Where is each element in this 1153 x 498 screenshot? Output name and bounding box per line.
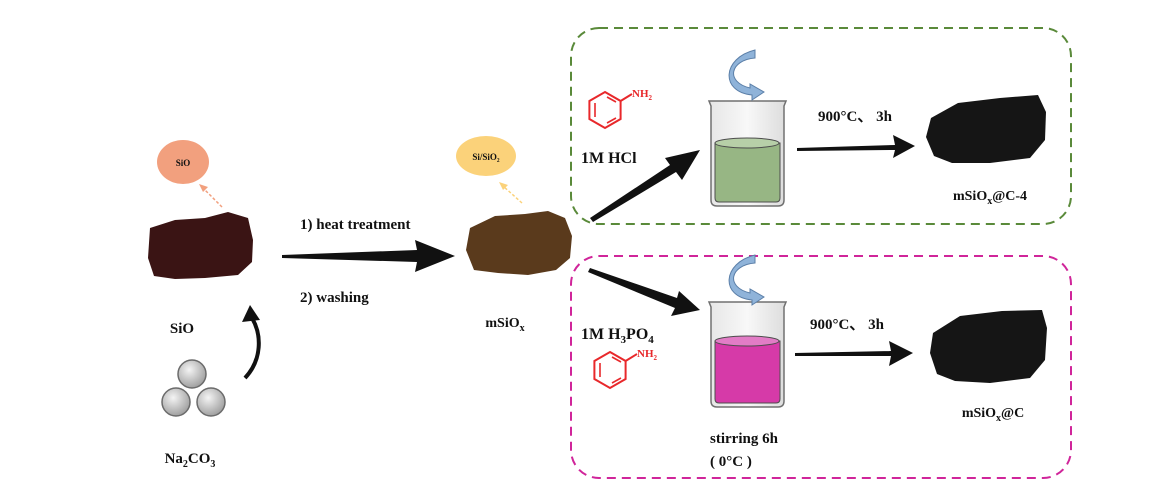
sio-release-arrowhead [199,184,208,192]
green-solution-surface [714,137,780,149]
sio-label: SiO [170,321,194,337]
mixing-arrowhead [242,305,260,322]
msiox-particle [466,211,572,275]
benzene-ring-icon [588,90,622,130]
rotate-icon [728,254,765,306]
si-sio2-bubble: Si/SiO₂ [456,136,516,176]
na2co3-label: Na2CO3 [165,451,216,470]
green-solution [714,142,781,203]
arrow-to-h3po4-route [588,268,700,316]
stir-arrow-icon [728,254,765,306]
benzene-ring-icon [593,350,627,390]
h3po4-label: 1M H3PO4 [581,326,654,346]
sio2-release-arrowhead [499,182,508,190]
bottom-calcination-arrow [795,341,913,366]
top-calcination-arrow [797,135,915,158]
aniline-structure: NH2 [588,88,653,130]
msiox-label: mSiOx [485,316,524,334]
hcl-route-box [570,27,1072,225]
pink-solution-surface [714,335,780,347]
na2co3-ball [177,359,207,389]
sio-bubble: SiO [157,140,209,184]
na2co3-particles [161,359,226,417]
process-arrow [282,240,455,272]
h3po4-route-box [570,255,1072,479]
rotate-icon [728,49,765,101]
sio-bubble-label: SiO [176,158,191,168]
sio-bubble-shape [157,140,209,184]
sio2-release-arrow [502,185,523,204]
msiox-c4-particle [926,95,1046,163]
stir-arrow-icon [728,49,765,101]
amine-group: NH2 [632,88,653,102]
amine-group: NH2 [637,348,658,362]
temperature-label: ( 0°C ) [710,454,752,470]
step-washing: 2) washing [300,290,369,306]
na2co3-ball [161,387,191,417]
msiox-c-label: mSiOx@C [962,406,1024,424]
sio-particle [148,212,253,279]
double-bond [606,96,617,103]
bottom-condition-label: 900°C、 3h [810,317,885,333]
amine-bond [620,93,633,102]
sio-release-arrow [202,187,223,208]
msiox-c-particle [930,310,1047,383]
na2co3-ball [196,387,226,417]
double-bond [611,356,622,363]
mixing-arrow [243,316,261,380]
step-heat-treatment: 1) heat treatment [300,217,411,233]
arrow-to-hcl-route [590,150,700,222]
top-condition-label: 900°C、 3h [818,109,893,125]
double-bond [606,117,617,124]
hcl-label: 1M HCl [581,150,637,167]
si-sio2-bubble-shape [456,136,516,176]
beaker-green [707,100,788,207]
beaker-pink [707,301,788,408]
double-bond [611,377,622,384]
stirring-label: stirring 6h [710,431,779,447]
si-sio2-bubble-label: Si/SiO₂ [472,152,500,162]
pink-solution [714,340,781,404]
msiox-c4-label: mSiOx@C-4 [953,189,1027,207]
amine-bond [625,353,638,362]
aniline-structure: NH2 [593,348,658,390]
